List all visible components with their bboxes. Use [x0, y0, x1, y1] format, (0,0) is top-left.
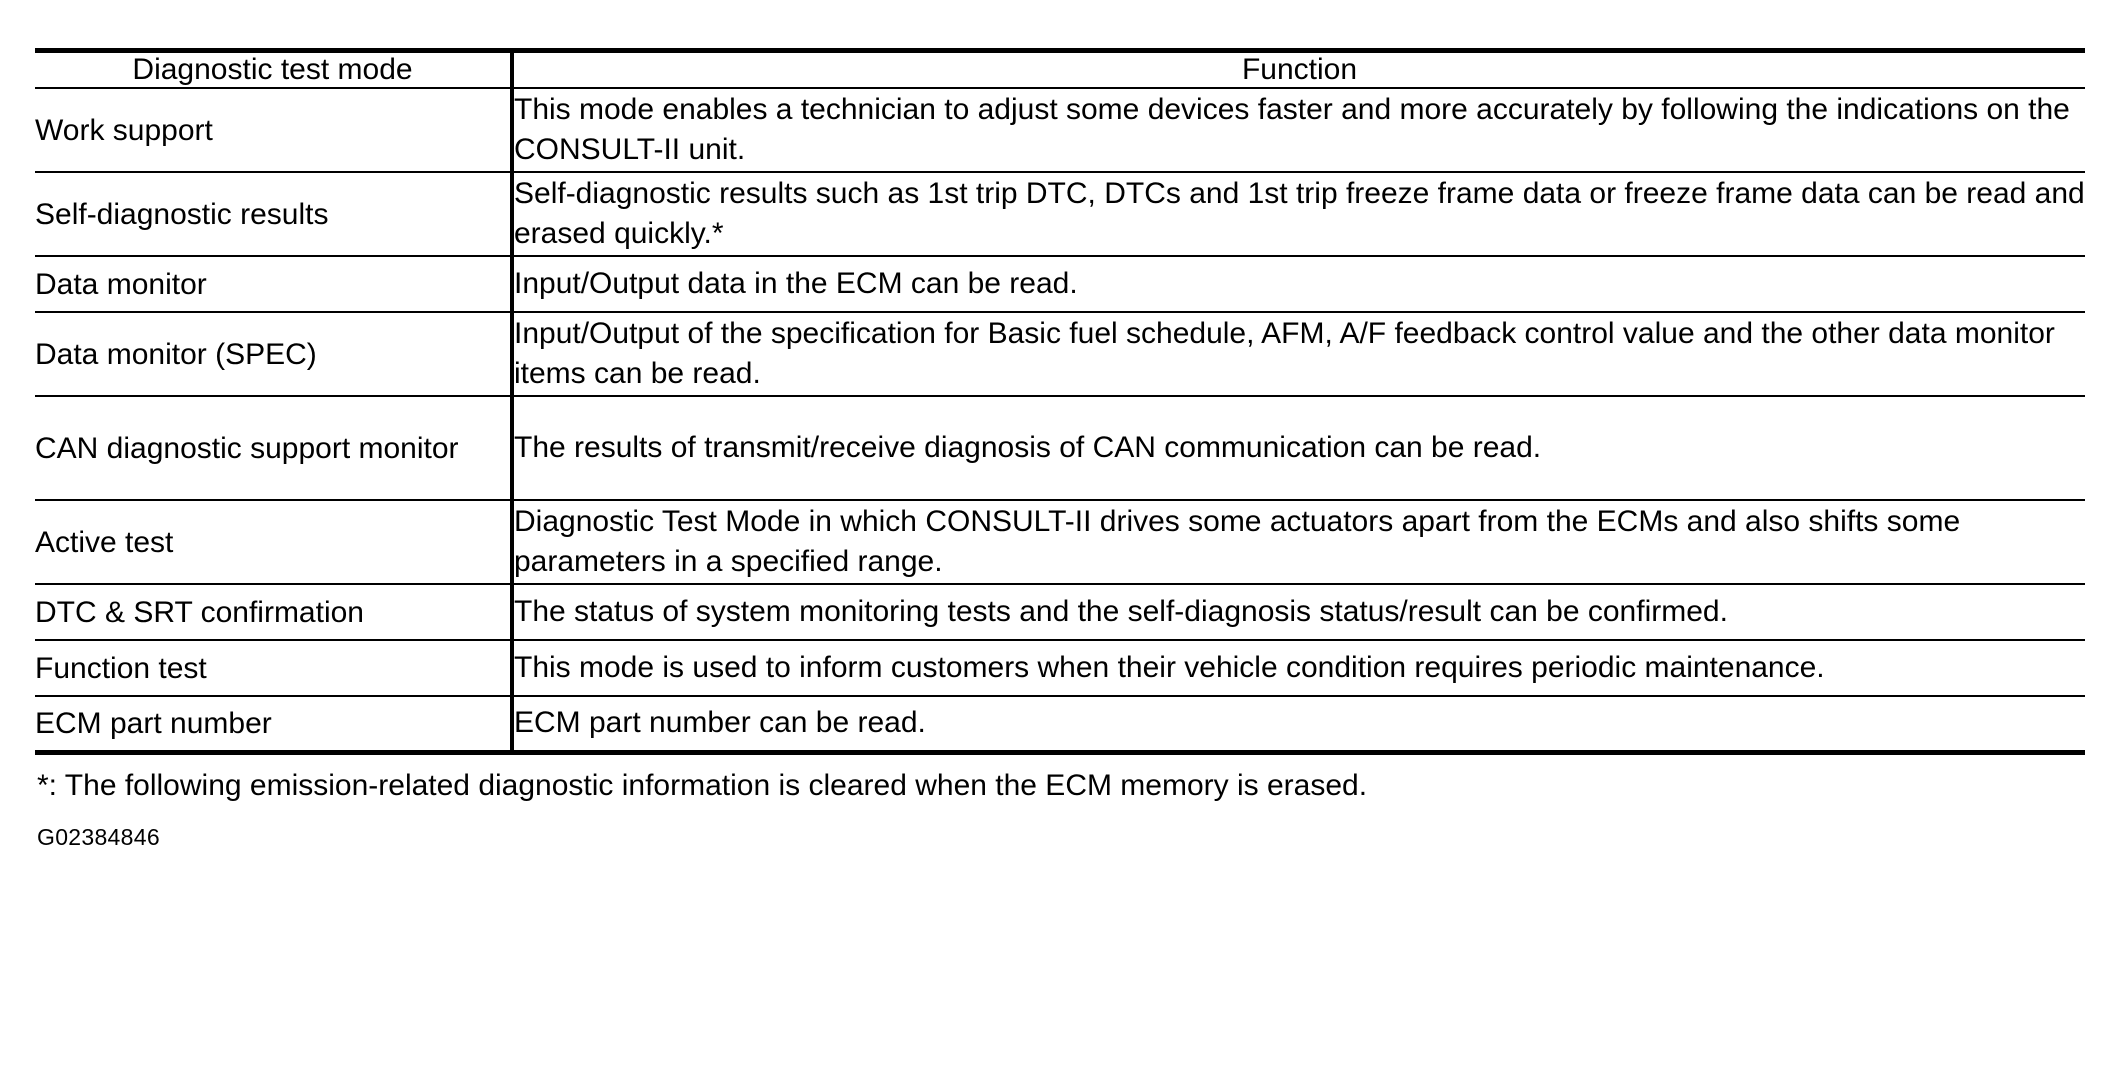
diagnostic-test-mode-table: Diagnostic test mode Function Work suppo… — [35, 48, 2085, 755]
cell-mode-self-diagnostic-results: Self-diagnostic results — [35, 172, 514, 257]
cell-function-data-monitor-spec: Input/Output of the specification for Ba… — [512, 312, 2085, 397]
diagnostic-test-mode-section: Diagnostic test mode Function Work suppo… — [35, 48, 2085, 851]
cell-function-active-test: Diagnostic Test Mode in which CONSULT-II… — [512, 500, 2085, 585]
table-row: DTC & SRT confirmation The status of sys… — [35, 584, 2085, 641]
column-header-diagnostic-test-mode: Diagnostic test mode — [35, 48, 514, 89]
cell-function-self-diagnostic-results: Self-diagnostic results such as 1st trip… — [512, 172, 2085, 257]
table-row: Self-diagnostic results Self-diagnostic … — [35, 172, 2085, 257]
cell-function-dtc-srt-confirmation: The status of system monitoring tests an… — [512, 584, 2085, 641]
figure-id-label: G02384846 — [37, 824, 160, 850]
cell-function-work-support: This mode enables a technician to adjust… — [512, 88, 2085, 173]
cell-function-can-diagnostic-support-monitor: The results of transmit/receive diagnosi… — [512, 396, 2085, 501]
table-row: Work support This mode enables a technic… — [35, 88, 2085, 173]
column-header-function: Function — [512, 48, 2085, 89]
table-row: Active test Diagnostic Test Mode in whic… — [35, 500, 2085, 585]
cell-function-data-monitor: Input/Output data in the ECM can be read… — [512, 256, 2085, 313]
cell-function-function-test: This mode is used to inform customers wh… — [512, 640, 2085, 697]
table-row: Data monitor Input/Output data in the EC… — [35, 256, 2085, 313]
table-header-row: Diagnostic test mode Function — [35, 48, 2085, 89]
cell-mode-function-test: Function test — [35, 640, 514, 697]
table-header: Diagnostic test mode Function — [35, 48, 2085, 89]
cell-mode-data-monitor: Data monitor — [35, 256, 514, 313]
table-body: Work support This mode enables a technic… — [35, 88, 2085, 755]
cell-function-ecm-part-number: ECM part number can be read. — [512, 696, 2085, 755]
cell-mode-work-support: Work support — [35, 88, 514, 173]
table-row: ECM part number ECM part number can be r… — [35, 696, 2085, 755]
cell-mode-can-diagnostic-support-monitor: CAN diagnostic support monitor — [35, 396, 514, 501]
table-footnote: *: The following emission-related diagno… — [37, 768, 1368, 802]
cell-mode-data-monitor-spec: Data monitor (SPEC) — [35, 312, 514, 397]
cell-mode-dtc-srt-confirmation: DTC & SRT confirmation — [35, 584, 514, 641]
cell-mode-ecm-part-number: ECM part number — [35, 696, 514, 755]
table-row: Data monitor (SPEC) Input/Output of the … — [35, 312, 2085, 397]
table-row: Function test This mode is used to infor… — [35, 640, 2085, 697]
table-row: CAN diagnostic support monitor The resul… — [35, 396, 2085, 501]
cell-mode-active-test: Active test — [35, 500, 514, 585]
